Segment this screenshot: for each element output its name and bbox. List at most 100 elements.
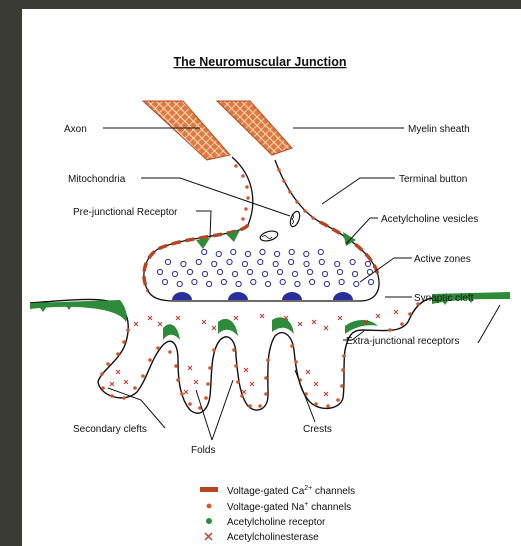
label-axon: Axon bbox=[64, 124, 87, 135]
acetylcholinesterase-mark bbox=[242, 390, 246, 394]
vesicle bbox=[162, 279, 167, 284]
neuromuscular-junction-diagram: The Neuromuscular Junction bbox=[22, 9, 521, 546]
na-channel-dot bbox=[106, 362, 110, 366]
vesicle bbox=[177, 281, 182, 286]
vesicle bbox=[295, 281, 300, 286]
na-channel-dot bbox=[264, 376, 268, 380]
label-pre-junctional-receptor: Pre-junctional Receptor bbox=[73, 207, 178, 218]
na-channel-dot bbox=[156, 346, 160, 350]
vesicle bbox=[258, 259, 263, 264]
vesicle bbox=[265, 281, 270, 286]
mitochondria bbox=[259, 210, 301, 243]
legend: Voltage-gated Ca2+ channels Voltage-gate… bbox=[200, 485, 355, 543]
vesicle bbox=[260, 249, 265, 254]
na-channel-dot bbox=[110, 394, 114, 398]
vesicle bbox=[192, 279, 197, 284]
na-channel-dot bbox=[122, 396, 126, 400]
acetylcholinesterase-mark bbox=[260, 314, 264, 318]
vesicle bbox=[337, 269, 342, 274]
na-channel-dot bbox=[240, 394, 244, 398]
vesicle bbox=[354, 281, 359, 286]
acetylcholinesterase-mark bbox=[202, 320, 206, 324]
nerve-terminal-outline bbox=[144, 157, 379, 301]
label-terminal-button: Terminal button bbox=[399, 174, 467, 185]
vesicle bbox=[231, 249, 236, 254]
na-channel-dot bbox=[180, 392, 184, 396]
na-channel-dot bbox=[234, 364, 238, 368]
acetylcholinesterase-mark bbox=[124, 380, 128, 384]
acetylcholinesterase-mark bbox=[298, 322, 302, 326]
na-channel-dot bbox=[208, 366, 212, 370]
na-channel-dot bbox=[294, 360, 298, 364]
muscle-membrane bbox=[30, 296, 510, 413]
na-channel-dot bbox=[314, 402, 318, 406]
vesicle bbox=[247, 269, 252, 274]
vesicle bbox=[181, 261, 186, 266]
vesicle bbox=[202, 271, 207, 276]
acetylcholinesterase-mark bbox=[116, 370, 120, 374]
acetylcholinesterase-mark bbox=[324, 392, 328, 396]
na-channel-dot bbox=[258, 404, 262, 408]
acetylcholinesterase-mark bbox=[134, 322, 138, 326]
legend-receptor-swatch bbox=[206, 518, 212, 524]
legend-esterase-swatch bbox=[205, 533, 212, 540]
active-zones bbox=[172, 292, 353, 300]
na-channel-dots bbox=[234, 164, 314, 220]
acetylcholinesterase-mark bbox=[234, 316, 238, 320]
vesicle bbox=[277, 269, 282, 274]
acetylcholinesterase-mark bbox=[312, 320, 316, 324]
vesicle bbox=[157, 269, 162, 274]
label-crests: Crests bbox=[303, 424, 332, 435]
label-myelin-sheath: Myelin sheath bbox=[408, 124, 470, 135]
na-channel-dot bbox=[126, 328, 130, 332]
na-channel-dot bbox=[133, 386, 137, 390]
acetylcholinesterase-mark bbox=[314, 382, 318, 386]
acetylcholinesterase-mark bbox=[184, 390, 188, 394]
acetylcholinesterase-mark bbox=[110, 382, 114, 386]
acetylcholinesterase-mark bbox=[250, 382, 254, 386]
acetylcholinesterase-mark bbox=[394, 310, 398, 314]
acetylcholinesterase-mark bbox=[148, 316, 152, 320]
na-channel-dot bbox=[204, 396, 208, 400]
na-channel-dot bbox=[340, 384, 344, 388]
na-channel-dot bbox=[400, 322, 404, 326]
vesicle bbox=[273, 261, 278, 266]
na-channel-dot bbox=[141, 374, 145, 378]
vesicle bbox=[292, 271, 297, 276]
vesicle bbox=[212, 261, 217, 266]
vesicle bbox=[304, 261, 309, 266]
vesicle bbox=[318, 249, 323, 254]
vesicle bbox=[221, 279, 226, 284]
vesicle bbox=[236, 281, 241, 286]
vesicle bbox=[207, 281, 212, 286]
vesicle bbox=[216, 251, 221, 256]
na-channel-dot bbox=[266, 358, 270, 362]
na-channel-dot bbox=[148, 358, 152, 362]
vesicle bbox=[172, 271, 177, 276]
myelin-sheath-right bbox=[217, 101, 292, 155]
acetylcholinesterase-mark bbox=[376, 314, 380, 318]
acetylcholinesterase-mark bbox=[212, 326, 216, 330]
vesicle bbox=[227, 259, 232, 264]
vesicle bbox=[304, 251, 309, 256]
na-channel-dot bbox=[388, 328, 392, 332]
vesicle bbox=[202, 249, 207, 254]
na-channel-fold-dots bbox=[100, 302, 420, 410]
legend-ca-channel-swatch bbox=[200, 487, 218, 492]
na-channel-dot bbox=[122, 340, 126, 344]
na-channel-dot bbox=[232, 348, 236, 352]
na-channel-dot bbox=[176, 378, 180, 382]
vesicle bbox=[368, 279, 373, 284]
vesicle bbox=[322, 271, 327, 276]
acetylcholinesterase-mark bbox=[158, 322, 162, 326]
na-channel-dot bbox=[206, 382, 210, 386]
acetylcholinesterase-mark bbox=[176, 316, 180, 320]
vesicle bbox=[275, 251, 280, 256]
na-channel-dot bbox=[264, 392, 268, 396]
na-channel-dot bbox=[290, 344, 294, 348]
vesicle bbox=[310, 279, 315, 284]
vesicle bbox=[187, 269, 192, 274]
vesicle bbox=[217, 269, 222, 274]
acetylcholinesterase-mark bbox=[188, 366, 192, 370]
acetylcholine-vesicles bbox=[157, 249, 373, 286]
